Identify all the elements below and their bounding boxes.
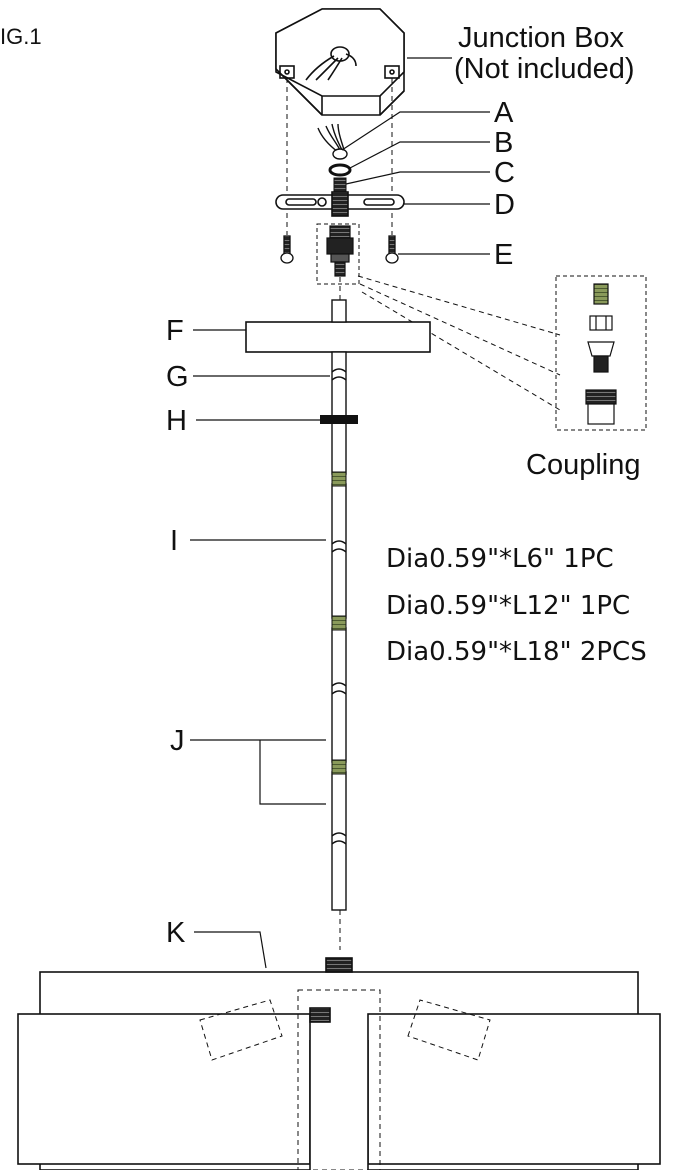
rod-spec-line: Dia0.59"*L12" 1PC [386,591,630,621]
lock-ring-h [320,415,358,424]
rod-connector [331,615,347,631]
junction-box [275,8,405,116]
coupling-label: Coupling [526,449,640,481]
coupling-highlight [316,223,360,285]
label-j: J [170,725,185,757]
label-c: C [494,157,515,189]
coupling-detail-box [555,275,647,431]
crossbar-d [275,191,405,217]
fixture-hidden-lines [199,989,491,1171]
supply-wires [317,123,348,160]
coupling-assembly [326,225,354,277]
rod-spec-line: Dia0.59"*L6" 1PC [386,544,614,574]
label-b: B [494,127,513,159]
canopy-f [245,321,431,353]
screw-right [385,235,399,264]
label-f: F [166,315,184,347]
washer-b [328,163,352,177]
screw-left [280,235,294,264]
label-h: H [166,405,187,437]
downrod [331,299,347,911]
label-d: D [494,189,515,221]
label-k: K [166,917,186,949]
rod-spec-line: Dia0.59"*L18" 2PCS [386,637,647,667]
label-a: A [494,97,514,129]
coupling-exploded [585,283,617,425]
junction-box-note: (Not included) [454,53,635,85]
rod-connector [331,759,347,775]
junction-box-label: Junction Box [458,22,625,54]
label-g: G [166,361,189,393]
fixture-body-k [17,957,661,1171]
nipple-c [333,177,347,193]
part-leaders [190,111,490,969]
label-e: E [494,239,513,271]
figure-label: IG.1 [0,24,42,49]
rod-connector [331,471,347,487]
label-i: I [170,525,178,557]
